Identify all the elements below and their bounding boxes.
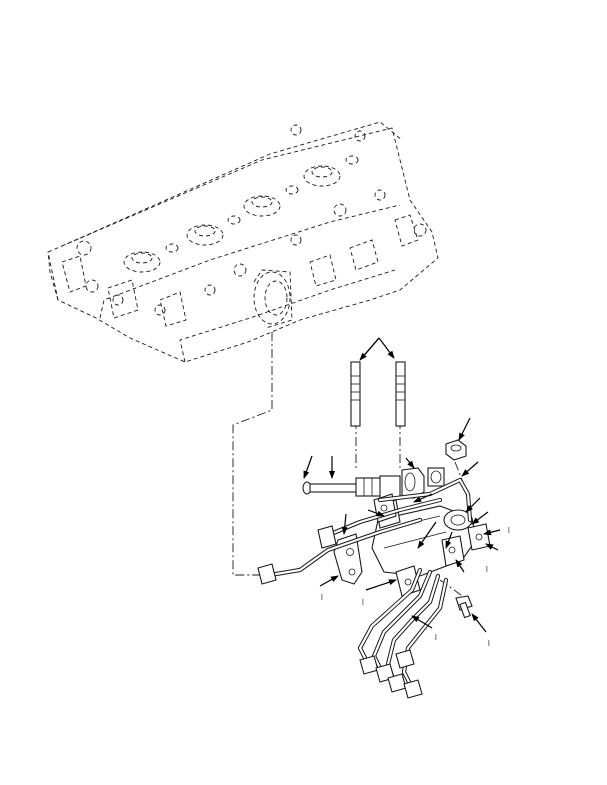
stud-left — [350, 361, 361, 427]
line-fittings — [257, 525, 423, 699]
stud-right — [395, 361, 406, 427]
mounting-bolt — [455, 595, 473, 619]
callout-mark-1: l — [321, 593, 323, 602]
callout-mark-2: l — [362, 598, 364, 607]
alignment-line-studs — [355, 420, 401, 470]
valve-ports — [123, 155, 359, 273]
callout-mark-4: l — [486, 565, 488, 574]
pump-mounting-flange — [253, 269, 293, 329]
alignment-line-pump-to-head — [232, 332, 273, 576]
callout-mark-6: l — [488, 639, 490, 648]
leader-seal — [405, 457, 415, 469]
callout-mark-5: l — [508, 526, 510, 535]
pump-shaft-assembly — [302, 467, 445, 499]
leader-nut — [458, 417, 471, 441]
cylinder-head-phantom — [47, 121, 439, 363]
callout-mark-3: l — [435, 633, 437, 642]
callout-leaders — [319, 461, 501, 633]
hex-nut — [445, 439, 467, 461]
leader-washer — [303, 455, 313, 479]
